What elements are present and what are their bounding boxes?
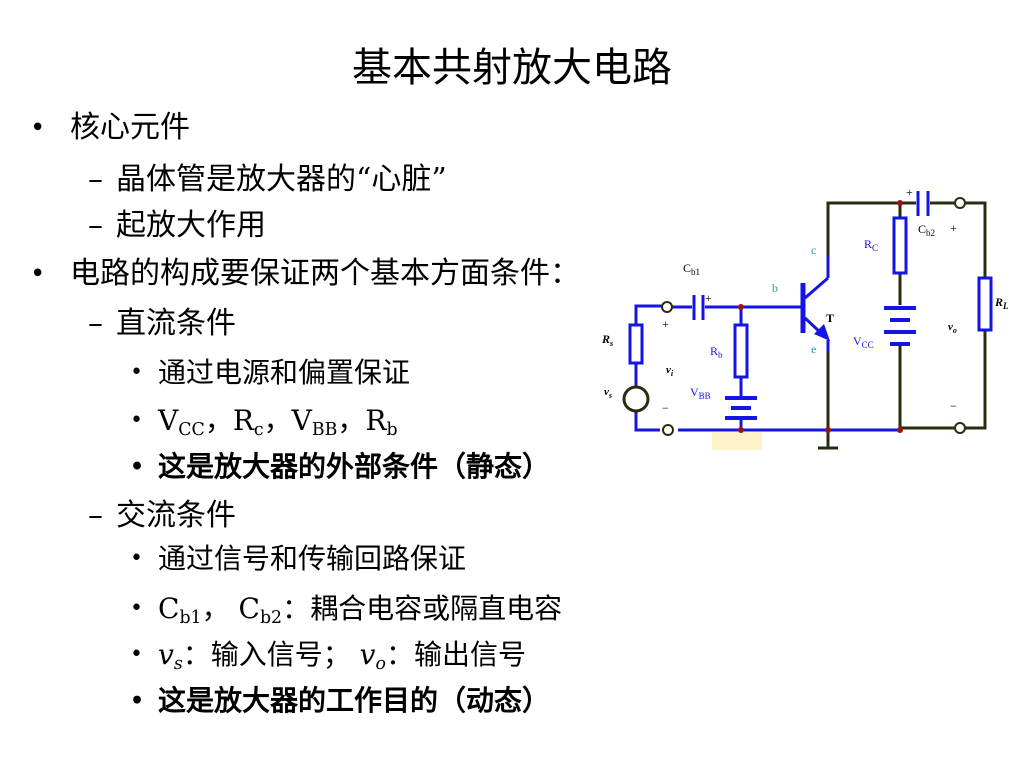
rb-resistor <box>733 323 749 379</box>
text-part: ：输出信号 <box>385 638 526 671</box>
bullet: • <box>130 408 143 433</box>
transistor-symbol <box>800 256 830 352</box>
bullet: • <box>30 259 46 289</box>
text-part: ， C <box>201 592 260 625</box>
item-text: 通过信号和传输回路保证 <box>158 542 467 575</box>
cb1-plus: + <box>705 291 712 305</box>
cb1-capacitor <box>692 295 705 320</box>
subscript: o <box>375 654 386 675</box>
wires-blue <box>634 304 900 432</box>
text-part: C <box>158 592 180 625</box>
rl-label: RL <box>994 295 1009 311</box>
item-text: 电路的构成要保证两个基本方面条件： <box>70 256 580 291</box>
output-terminal-bottom <box>954 422 966 434</box>
subscript: b <box>386 420 398 441</box>
input-terminal-bottom <box>662 424 674 436</box>
rl-resistor <box>977 276 993 332</box>
vi-plus: + <box>662 317 669 331</box>
item-text: 通过电源和偏置保证 <box>158 356 411 389</box>
vi-minus: − <box>662 401 669 415</box>
vo-plus: + <box>950 221 957 235</box>
text-part: ：耦合电容或隔直电容 <box>282 592 563 625</box>
cb2-label: Cb2 <box>918 222 935 238</box>
rs-resistor <box>628 323 644 365</box>
bullet: • <box>130 596 143 621</box>
item-text: 这是放大器的外部条件（静态） <box>158 450 551 483</box>
dash: – <box>88 162 103 197</box>
text-part: ，R <box>337 404 387 437</box>
vs-label: vs <box>604 386 612 400</box>
text-part: v <box>158 638 174 671</box>
output-terminal-top <box>954 197 966 209</box>
item-text: 直流条件 <box>116 306 236 341</box>
item-text: vs：输入信号； vo：输出信号 <box>158 636 526 674</box>
item-text: 晶体管是放大器的“心脏” <box>116 162 447 197</box>
text-part: V <box>158 404 179 437</box>
rc-resistor <box>892 216 908 275</box>
item-text: 起放大作用 <box>116 208 266 243</box>
rs-label: Rs <box>601 332 613 348</box>
emitter-arrow-icon <box>814 324 830 341</box>
slide-title: 基本共射放大电路 <box>352 45 672 91</box>
input-terminal-top <box>661 301 673 313</box>
transistor-label: T <box>826 311 834 325</box>
bullet: • <box>130 454 145 480</box>
text-part: ，R <box>204 404 254 437</box>
subscript: b2 <box>259 608 283 629</box>
node-b-label: b <box>772 281 778 295</box>
subscript: b1 <box>179 608 202 629</box>
item-text: 这是放大器的工作目的（动态） <box>158 684 551 717</box>
node-e-label: e <box>811 342 816 356</box>
vcc-label: VCC <box>853 334 874 350</box>
vo-label: vo <box>948 321 957 335</box>
item-text: VCC，Rc，VBB，Rb <box>158 402 398 440</box>
text-part: ，V <box>263 404 312 437</box>
junction-nodes <box>738 200 903 433</box>
vs-source <box>622 385 650 413</box>
subscript: s <box>173 654 183 675</box>
text-part: ：输入信号； <box>182 638 360 671</box>
bullet: • <box>130 642 143 667</box>
subscript: c <box>253 420 264 441</box>
item-text: 交流条件 <box>116 498 236 533</box>
ground-highlight <box>712 432 762 450</box>
rb-label: Rb <box>710 344 723 360</box>
node-c-label: c <box>811 243 816 257</box>
dash: – <box>88 306 103 341</box>
dash: – <box>88 208 103 243</box>
rc-label: RC <box>864 237 878 253</box>
dash: – <box>88 498 103 533</box>
bullet: • <box>130 546 143 571</box>
subscript: CC <box>178 420 205 441</box>
text-part: v <box>359 638 376 671</box>
item-text: 核心元件 <box>70 110 190 145</box>
subscript: BB <box>311 420 338 441</box>
bullet: • <box>130 360 143 385</box>
vbb-label: VBB <box>690 385 711 401</box>
vi-label: vi <box>666 364 674 378</box>
vo-minus: − <box>950 399 957 413</box>
bullet: • <box>130 688 145 714</box>
cb1-label: Cb1 <box>683 261 700 277</box>
item-text: Cb1， Cb2：耦合电容或隔直电容 <box>158 590 562 628</box>
wires-dark <box>818 201 987 450</box>
cb2-capacitor <box>916 191 930 216</box>
bullet: • <box>30 113 46 143</box>
vbb-battery <box>725 396 757 420</box>
vcc-battery <box>884 306 916 346</box>
cb2-plus: + <box>906 185 913 199</box>
